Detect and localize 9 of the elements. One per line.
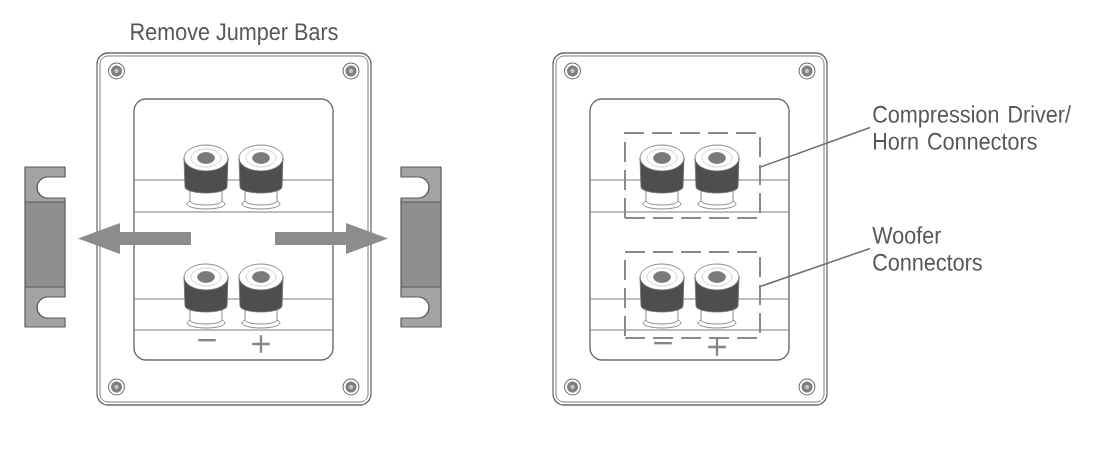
leader-line	[760, 247, 871, 287]
callout-label: Woofer Connectors	[872, 226, 982, 271]
dashed-box	[624, 132, 761, 219]
polarity-sign: +	[252, 335, 270, 353]
heading: Remove Jumper Bars	[131, 23, 338, 45]
dashed-box	[624, 251, 761, 339]
polarity-sign: −	[198, 339, 216, 342]
leader-line	[760, 126, 871, 168]
callout-label: Compression Driver/ Horn Connectors	[873, 105, 1071, 150]
